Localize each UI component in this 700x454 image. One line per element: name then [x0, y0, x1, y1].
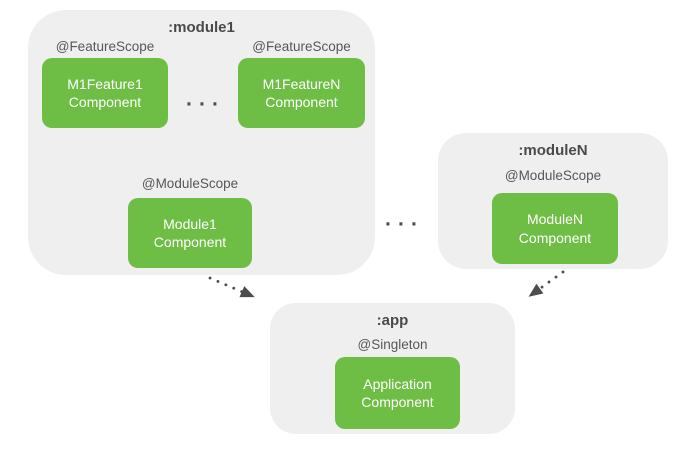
app-title: :app	[376, 312, 409, 329]
arrow-moduleN-to-app	[528, 270, 565, 297]
feature1-scope-label: @FeatureScope	[55, 39, 155, 54]
module1-container: :module1 @FeatureScope M1Feature1 Compon…	[28, 10, 375, 275]
featureN-scope-label: @FeatureScope	[252, 39, 351, 54]
m1featureN-component-node: M1FeatureN Component	[238, 58, 365, 128]
moduleN-component-node: ModuleN Component	[492, 193, 618, 264]
app-scope-label: @Singleton	[357, 337, 428, 352]
module1-component-node: Module1 Component	[128, 198, 252, 268]
arrow-module1-to-app	[208, 276, 255, 298]
moduleN-scope-label: @ModuleScope	[504, 168, 602, 183]
m1feature1-component-node: M1Feature1 Component	[42, 58, 168, 128]
app-container: :app @Singleton Application Component	[270, 303, 515, 434]
moduleN-title: :moduleN	[518, 142, 588, 159]
features-ellipsis-dots: ···	[186, 93, 225, 116]
module1-title: :module1	[168, 19, 235, 36]
module1-scope-label: @ModuleScope	[141, 176, 239, 191]
application-component-node: Application Component	[335, 357, 460, 429]
modules-ellipsis-dots: ···	[385, 213, 424, 236]
moduleN-container: :moduleN @ModuleScope ModuleN Component	[438, 133, 668, 269]
